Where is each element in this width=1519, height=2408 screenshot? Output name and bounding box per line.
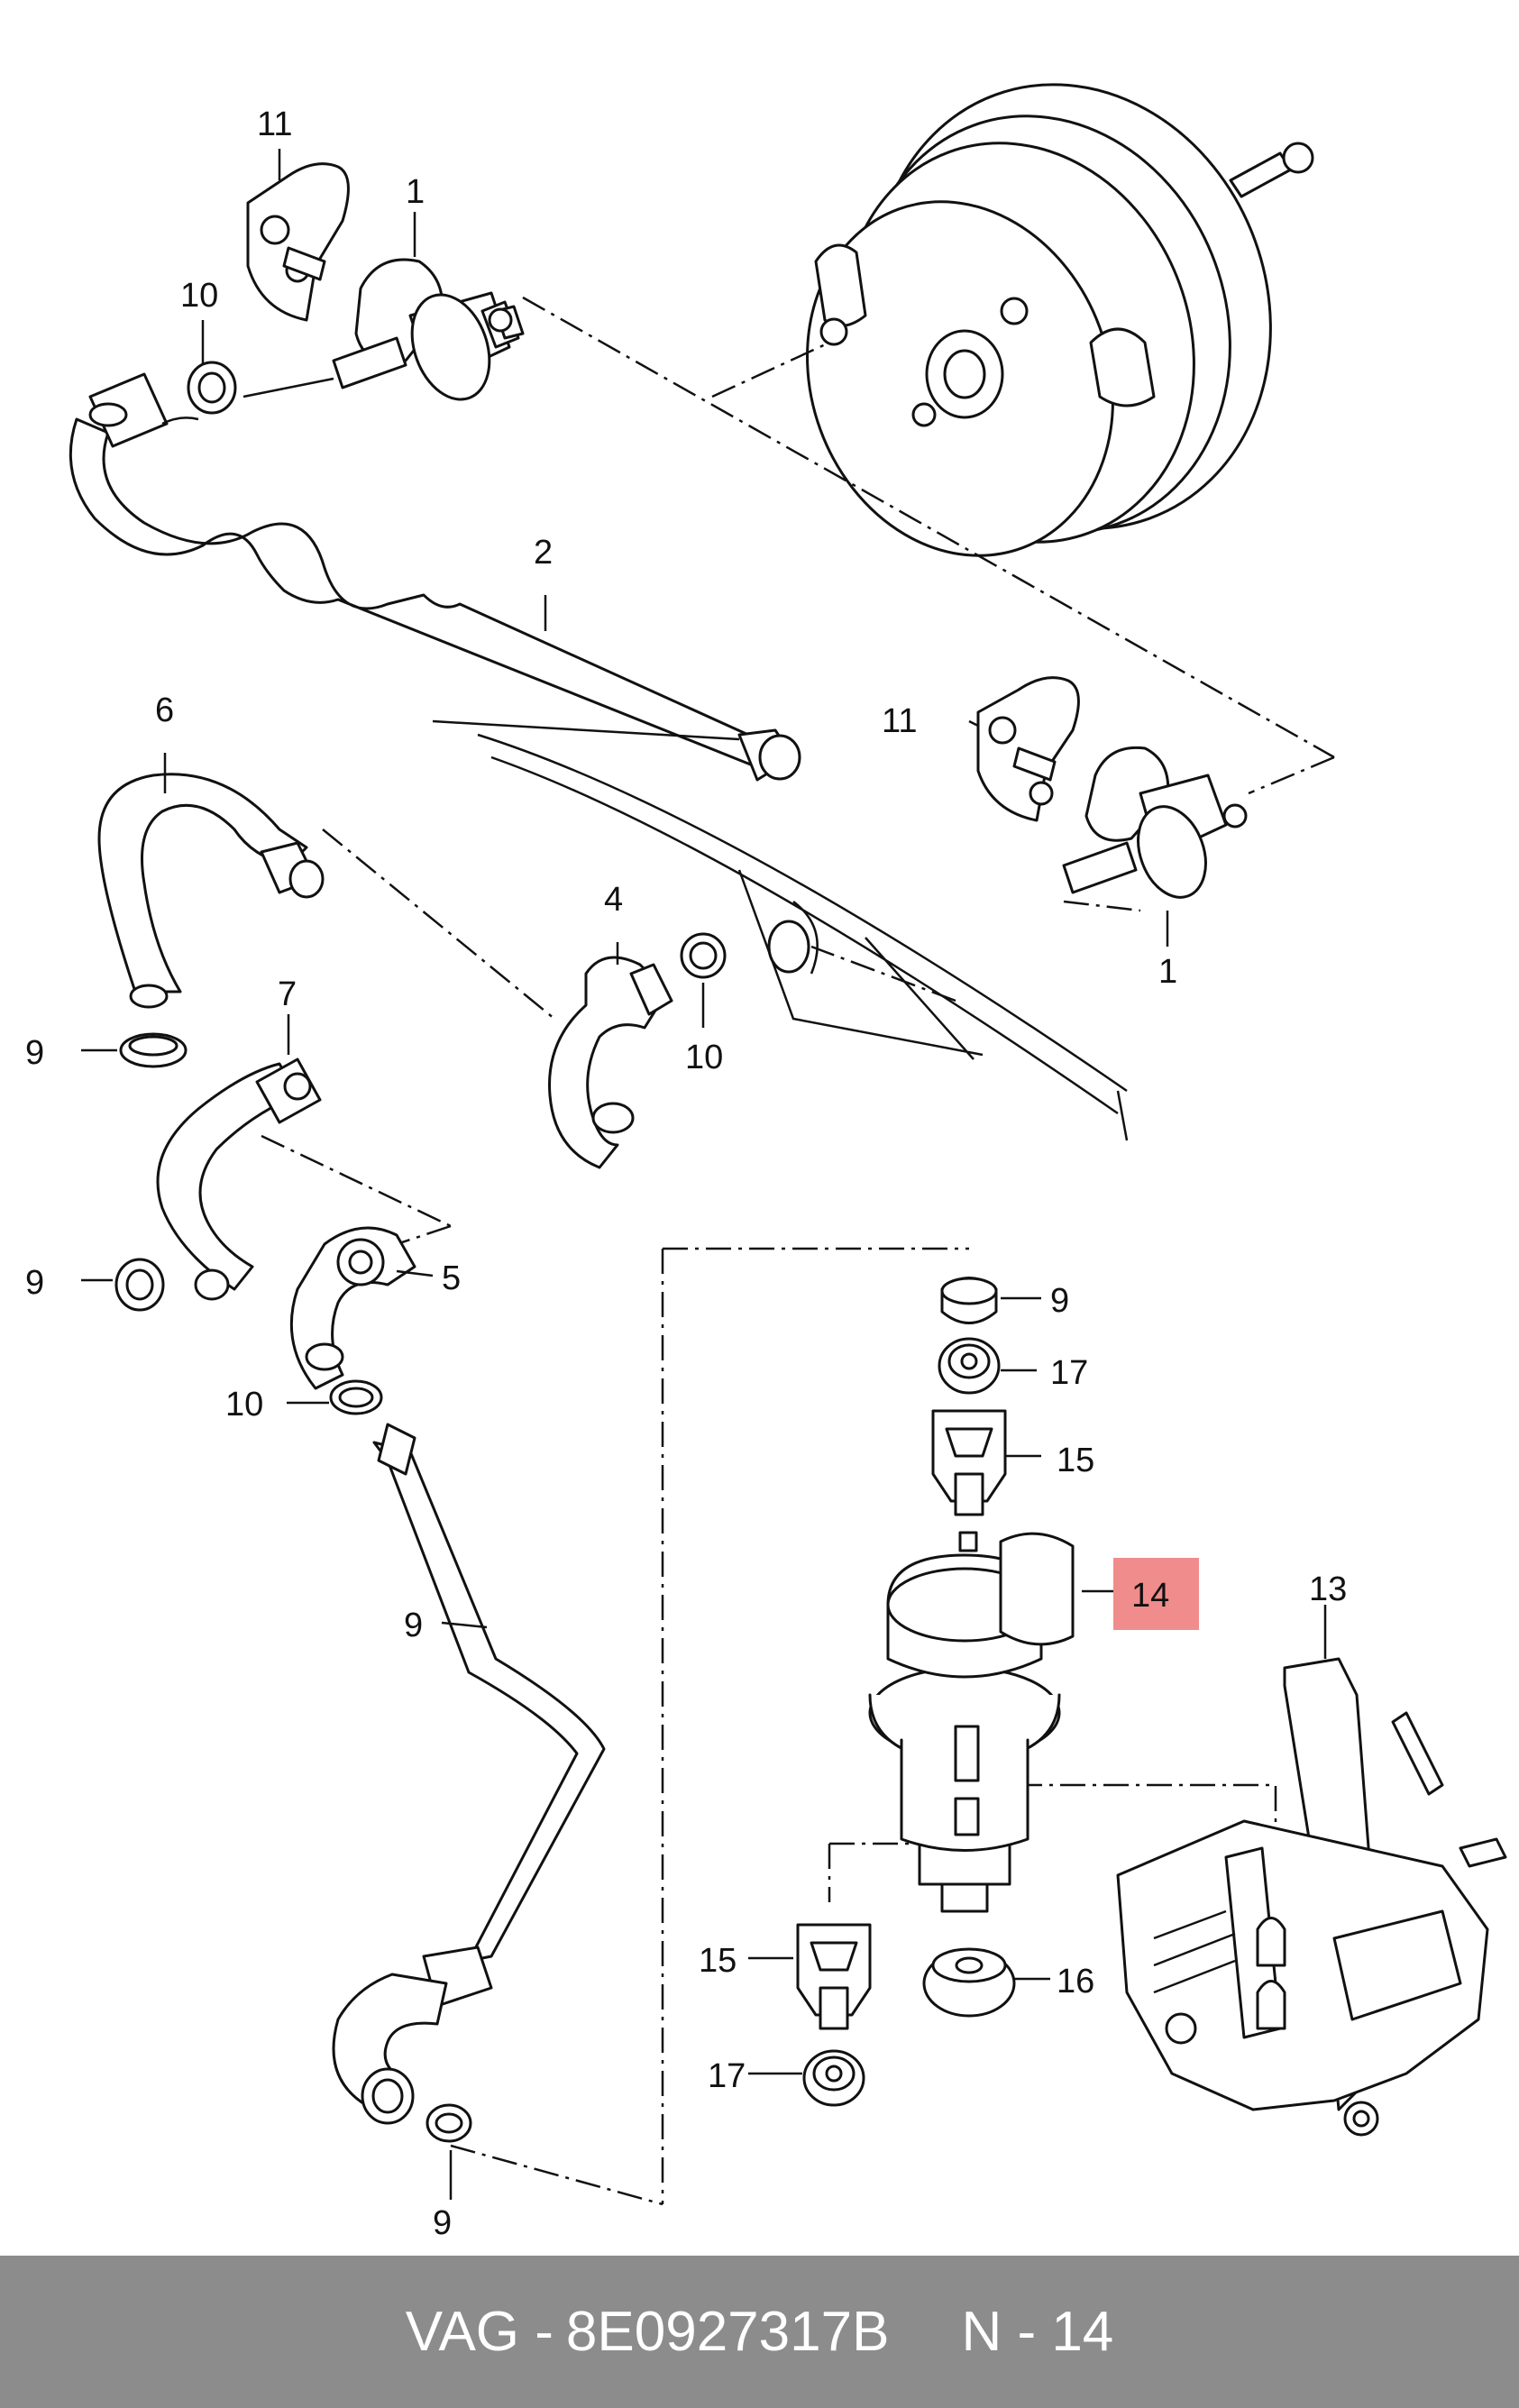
panel-lines: [477, 733, 1129, 1141]
callout-12-lower: 11: [882, 702, 917, 740]
bracket-13: [1116, 1657, 1507, 2137]
callout-10-upper: 10: [180, 277, 218, 315]
hose-assembly-top: [69, 372, 801, 782]
nut-17-top: [938, 1337, 1001, 1395]
check-valve-1-lower: [1062, 746, 1248, 899]
callout-1-upper: 1: [406, 173, 425, 211]
connector-15-bottom: [796, 1923, 872, 2030]
grommet-16: [922, 1947, 1016, 2018]
callout-14: 14: [1131, 1577, 1169, 1615]
clamp-11-bottom: [426, 2103, 472, 2143]
callout-17-top: 17: [1050, 1354, 1088, 1392]
clamp-11-mid: [114, 1258, 165, 1312]
callout-6: 6: [155, 691, 174, 729]
clamp-11-left: [119, 1032, 188, 1068]
callout-11-bottom: 9: [433, 2204, 452, 2242]
callout-10-mid: 10: [685, 1039, 723, 1076]
callout-15-bottom: 15: [699, 1942, 737, 1980]
hose-6: [97, 773, 325, 1009]
callout-10-lower: 10: [225, 1386, 263, 1424]
callout-labels: 11 1 10 2 6 11 1 4 10 9 7 9 5 10 9 9 9 1…: [25, 105, 1347, 2242]
callout-2: 2: [534, 534, 553, 572]
clamp-10-upper: [187, 361, 237, 415]
connector-15-top: [931, 1409, 1007, 1516]
cap-11-stack: [940, 1277, 998, 1324]
hose-9: [332, 1423, 606, 2125]
brake-booster: [806, 83, 1314, 557]
parts-diagram: 11 1 10 2 6 11 1 4 10 9 7 9 5 10 9 9 9 1…: [25, 83, 1507, 2242]
bracket-12-lower: [976, 676, 1080, 822]
clamp-10-mid: [329, 1379, 383, 1415]
footer-position: N - 14: [961, 2301, 1114, 2363]
connector-4: [548, 932, 727, 1169]
callout-15-top: 15: [1057, 1442, 1094, 1479]
callout-16: 16: [1057, 1963, 1094, 2001]
part-footer: VAG - 8E0927317B N - 14: [0, 2256, 1519, 2408]
check-valve-1-upper: [332, 258, 525, 401]
callout-11-left: 9: [25, 1034, 44, 1072]
callout-1-lower: 1: [1158, 953, 1177, 991]
callout-4: 4: [604, 881, 623, 919]
callout-9: 9: [404, 1607, 423, 1644]
callout-11-stack: 9: [1050, 1282, 1069, 1320]
pressure-converter-14: [868, 1531, 1075, 1913]
connector-5: [289, 1226, 416, 1390]
nut-17-bottom: [802, 2049, 865, 2107]
footer-brand: VAG -: [405, 2301, 554, 2363]
callout-11-mid: 9: [25, 1264, 44, 1302]
footer-part-number: 8E0927317B: [565, 2301, 890, 2363]
callout-12-upper: 11: [257, 105, 292, 143]
callout-13: 13: [1309, 1570, 1347, 1608]
leader-lines: [81, 149, 1327, 2200]
highlight-box: [1113, 1558, 1199, 1630]
hose-7: [156, 1058, 322, 1301]
callout-5: 5: [442, 1259, 461, 1297]
callout-17-bottom: 17: [708, 2057, 746, 2095]
callout-7: 7: [278, 975, 297, 1013]
bracket-12-upper: [246, 162, 350, 322]
reference-lines: [261, 296, 1335, 2206]
